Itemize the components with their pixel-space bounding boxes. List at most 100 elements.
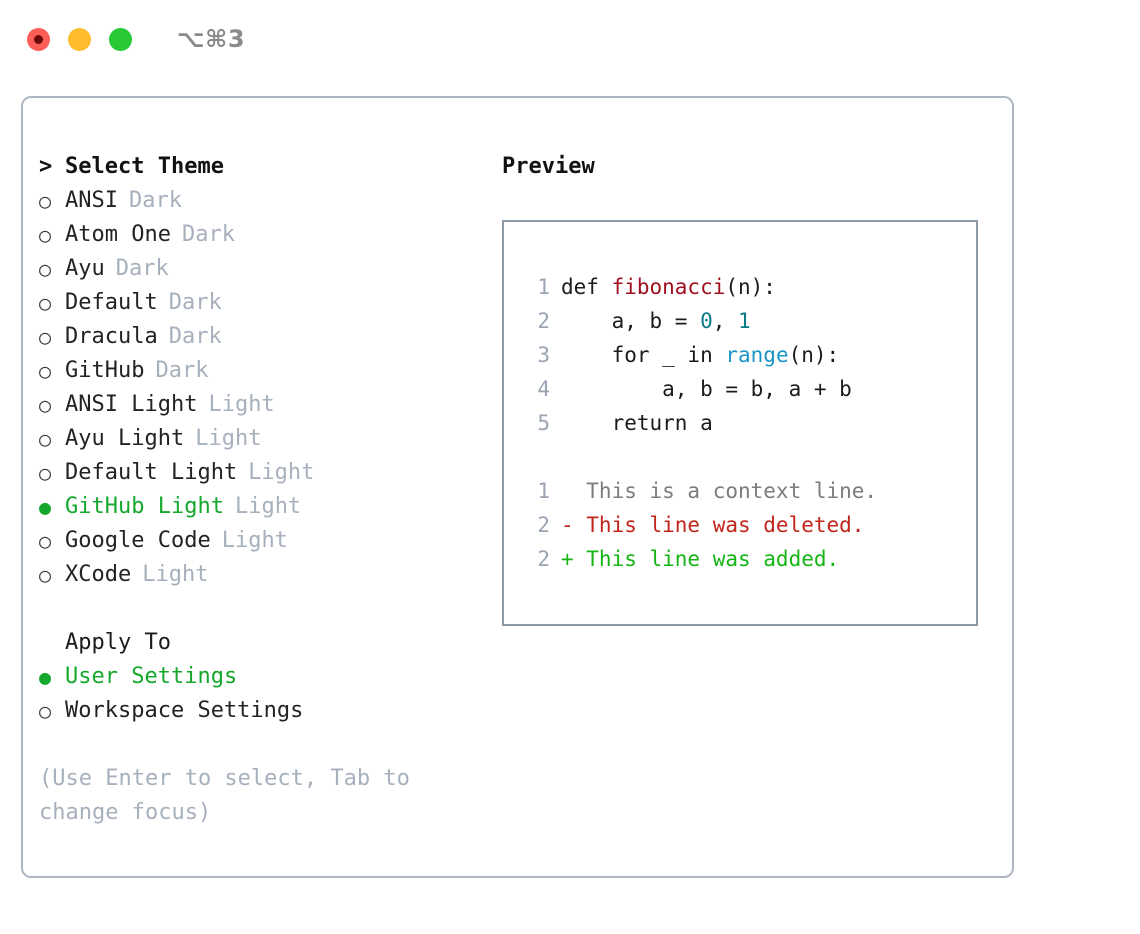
apply-to-list: ● User Settings ○ Workspace Settings	[39, 660, 499, 728]
theme-variant-badge: Light	[208, 392, 275, 417]
list-spacer	[39, 592, 499, 626]
theme-option-label: XCode	[65, 562, 132, 587]
theme-variant-badge: Dark	[168, 324, 222, 349]
theme-variant-badge: Light	[195, 426, 262, 451]
theme-option-dracula[interactable]: ○ Dracula Dark	[39, 320, 499, 354]
theme-variant-badge: Light	[234, 494, 302, 519]
maximize-button[interactable]	[109, 27, 132, 51]
diff-line: 1 This is a context line.	[504, 474, 976, 508]
select-theme-header: >Select Theme	[39, 150, 499, 184]
radio-unselected-icon: ○	[39, 359, 52, 383]
code-token: (n):	[725, 275, 776, 299]
theme-option-label: Atom One	[65, 222, 171, 247]
radio-unselected-icon: ○	[39, 393, 52, 417]
diff-line-content: - This line was deleted.	[561, 513, 865, 537]
apply-to-option-user-settings[interactable]: ● User Settings	[39, 660, 499, 694]
radio-unselected-icon: ○	[39, 325, 52, 349]
theme-variant-badge: Light	[248, 460, 315, 485]
minimize-button[interactable]	[68, 27, 91, 51]
keyboard-hint-text: (Use Enter to select, Tab to change focu…	[39, 766, 410, 825]
diff-line-content: + This line was added.	[561, 547, 840, 571]
apply-to-option-label: User Settings	[65, 664, 238, 689]
code-token: 1	[738, 309, 751, 333]
code-token: ,	[712, 309, 739, 333]
theme-option-label: GitHub	[65, 358, 145, 383]
radio-unselected-icon: ○	[39, 699, 52, 723]
theme-option-label: Dracula	[65, 324, 158, 349]
preview-title: Preview	[502, 154, 595, 179]
theme-option-label: Ayu Light	[65, 426, 185, 451]
diff-line-content: This is a context line.	[561, 479, 878, 503]
radio-selected-icon: ●	[39, 665, 52, 689]
close-button[interactable]	[27, 27, 50, 51]
radio-selected-icon: ●	[39, 495, 52, 519]
diff-snippet: 1 This is a context line. 2 - This line wa…	[504, 474, 976, 576]
code-line-content: a, b = b, a + b	[561, 372, 852, 406]
code-line: 4 a, b = b, a + b	[504, 372, 976, 406]
code-line: 5 return a	[504, 406, 976, 440]
theme-option-ansi-light[interactable]: ○ ANSI Light Light	[39, 388, 499, 422]
theme-option-github[interactable]: ○ GitHub Dark	[39, 354, 499, 388]
code-token: 0	[700, 309, 713, 333]
theme-option-label: GitHub Light	[65, 494, 224, 519]
line-number: 2	[537, 513, 550, 537]
diff-line: 2 + This line was added.	[504, 542, 976, 576]
line-number: 2	[537, 547, 550, 571]
theme-variant-badge: Light	[142, 562, 209, 587]
theme-option-label: ANSI Light	[65, 392, 198, 417]
line-number: 4	[537, 377, 550, 401]
code-line-content: def fibonacci(n):	[561, 270, 776, 304]
keyboard-shortcut-label: ⌥⌘3	[177, 25, 246, 53]
code-line: 3 for _ in range(n):	[504, 338, 976, 372]
code-line: 2 a, b = 0, 1	[504, 304, 976, 338]
radio-unselected-icon: ○	[39, 189, 52, 213]
diff-line: 2 - This line was deleted.	[504, 508, 976, 542]
code-gap	[504, 440, 976, 474]
code-token: (n):	[788, 343, 840, 367]
line-number: 2	[537, 309, 550, 333]
theme-variant-badge: Dark	[181, 222, 235, 247]
theme-variant-badge: Dark	[155, 358, 209, 383]
code-line-content: a, b = 0, 1	[561, 304, 751, 338]
theme-variant-badge: Dark	[115, 256, 169, 281]
window-controls	[27, 27, 132, 51]
theme-variant-badge: Dark	[168, 290, 222, 315]
theme-option-ansi[interactable]: ○ ANSI Dark	[39, 184, 499, 218]
theme-option-github-light[interactable]: ● GitHub Light Light	[39, 490, 499, 524]
code-token: for _ in	[561, 343, 726, 367]
code-token: range	[725, 343, 789, 367]
line-number: 1	[537, 479, 550, 503]
radio-unselected-icon: ○	[39, 257, 52, 281]
code-token: a, b = b, a + b	[561, 377, 852, 401]
radio-unselected-icon: ○	[39, 461, 52, 485]
apply-to-option-workspace-settings[interactable]: ○ Workspace Settings	[39, 694, 499, 728]
radio-unselected-icon: ○	[39, 427, 52, 451]
code-token: fibonacci	[611, 275, 726, 299]
radio-unselected-icon: ○	[39, 291, 52, 315]
theme-option-atom-one[interactable]: ○ Atom One Dark	[39, 218, 499, 252]
radio-unselected-icon: ○	[39, 223, 52, 247]
theme-option-ayu-light[interactable]: ○ Ayu Light Light	[39, 422, 499, 456]
code-token: a, b =	[561, 309, 701, 333]
theme-option-label: Default	[65, 290, 158, 315]
theme-option-default-light[interactable]: ○ Default Light Light	[39, 456, 499, 490]
code-token: def	[561, 275, 612, 299]
theme-variant-badge: Dark	[128, 188, 182, 213]
theme-option-label: ANSI	[65, 188, 118, 213]
apply-to-option-label: Workspace Settings	[65, 698, 304, 723]
theme-option-default[interactable]: ○ Default Dark	[39, 286, 499, 320]
apply-to-label: Apply To	[65, 630, 171, 655]
radio-unselected-icon: ○	[39, 529, 52, 553]
theme-option-label: Default Light	[65, 460, 238, 485]
